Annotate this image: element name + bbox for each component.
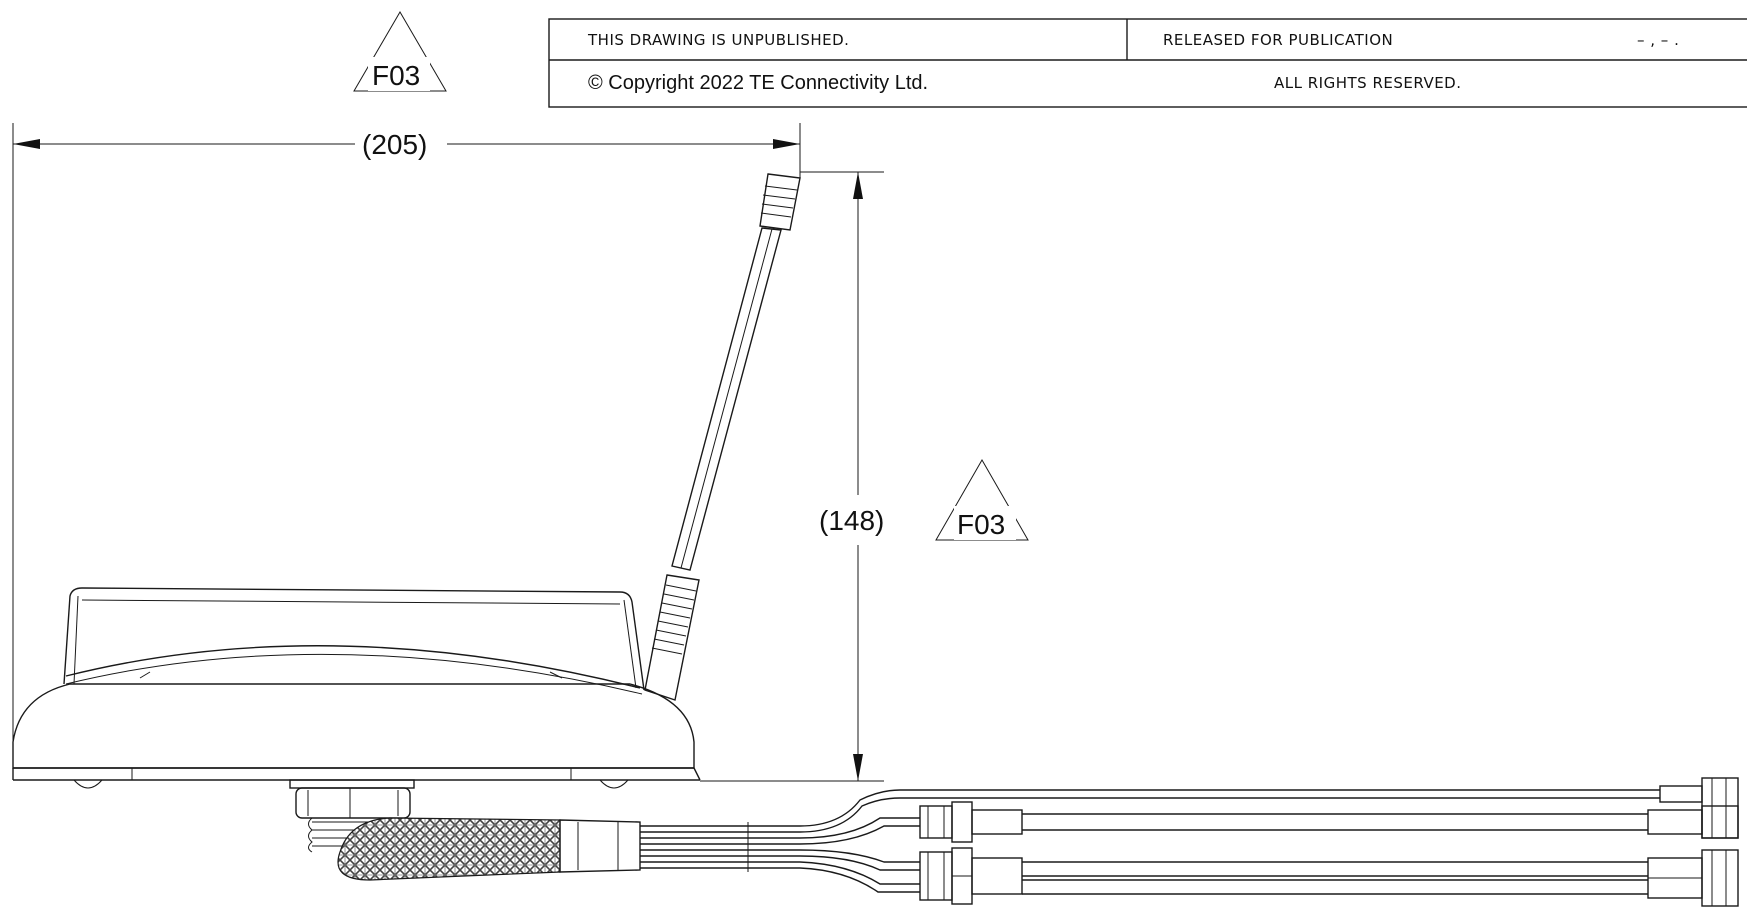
revision-marker-top: F03 — [353, 11, 447, 92]
mid-connectors — [919, 801, 1023, 905]
end-connectors — [1647, 777, 1739, 907]
mounting-nut — [289, 779, 415, 853]
released-value: – , – . — [1637, 31, 1679, 49]
revision-marker-side-label: F03 — [957, 509, 1005, 540]
braided-cable — [337, 817, 641, 881]
revision-marker-side: F03 — [935, 458, 1029, 541]
height-dimension-label: (148) — [819, 505, 884, 536]
width-dimension-label: (205) — [362, 129, 427, 160]
height-dimension: (148) — [700, 171, 884, 782]
rights-text: ALL RIGHTS RESERVED. — [1274, 74, 1462, 92]
width-dimension: (205) — [12, 123, 801, 768]
copyright-text: © Copyright 2022 TE Connectivity Ltd. — [588, 72, 928, 94]
cable-runs — [1022, 813, 1648, 895]
antenna-whip — [644, 173, 801, 701]
released-text: RELEASED FOR PUBLICATION — [1163, 31, 1393, 49]
title-block: THIS DRAWING IS UNPUBLISHED. RELEASED FO… — [548, 18, 1747, 108]
revision-marker-top-label: F03 — [372, 60, 420, 91]
coax-cables — [640, 789, 1660, 893]
unpublished-text: THIS DRAWING IS UNPUBLISHED. — [587, 31, 849, 49]
antenna-housing — [12, 587, 701, 789]
